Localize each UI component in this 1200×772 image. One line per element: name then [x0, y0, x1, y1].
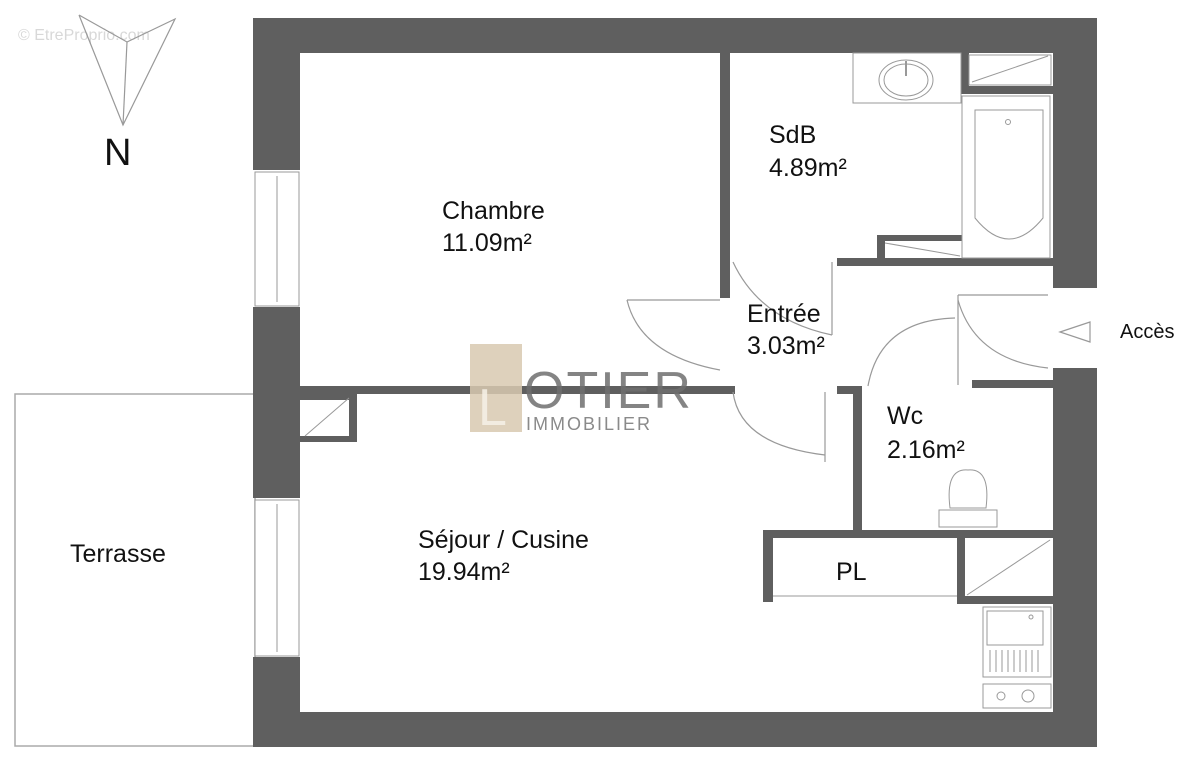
access-label: Accès — [1120, 321, 1174, 343]
logo-initial: L — [478, 379, 509, 437]
exterior-walls — [253, 18, 1097, 747]
bathtub-icon — [961, 95, 1051, 259]
room-entree: Entrée 3.03m² — [747, 300, 825, 360]
access-arrow-icon — [1058, 321, 1091, 343]
room-name: SdB — [769, 121, 816, 149]
room-name: PL — [836, 558, 867, 586]
room-sdb: SdB 4.89m² — [769, 121, 847, 182]
compass-label: N — [104, 132, 131, 174]
toilet-icon — [938, 469, 998, 528]
room-name: Séjour / Cusine — [418, 526, 589, 554]
logo-name: OTIER — [524, 362, 693, 420]
logo-subtitle: IMMOBILIER — [526, 414, 652, 434]
room-name: Entrée — [747, 300, 821, 328]
room-area: 11.09m² — [442, 229, 532, 257]
lotier-logo: L OTIER IMMOBILIER — [470, 344, 693, 437]
technical-shafts — [304, 54, 1052, 597]
room-area: 19.94m² — [418, 558, 510, 586]
watermark-text: © EtreProprio.com — [18, 27, 150, 44]
room-pl: PL — [836, 558, 867, 586]
room-terrasse: Terrasse — [70, 540, 166, 568]
room-chambre: Chambre 11.09m² — [442, 197, 545, 257]
interior-walls — [300, 53, 1053, 604]
window-sejour — [254, 499, 300, 657]
room-name: Chambre — [442, 197, 545, 225]
terrasse-area — [14, 393, 256, 747]
room-name: Terrasse — [70, 540, 166, 568]
sink-icon — [852, 52, 962, 104]
window-chambre — [254, 171, 300, 307]
doors — [626, 261, 1049, 462]
room-area: 4.89m² — [769, 154, 847, 182]
room-area: 2.16m² — [887, 436, 965, 464]
room-wc: Wc 2.16m² — [887, 402, 965, 464]
kitchen-sink-stove-icon — [982, 606, 1052, 709]
room-sejour: Séjour / Cusine 19.94m² — [418, 526, 589, 586]
compass-north-arrow-icon — [78, 14, 177, 127]
room-area: 3.03m² — [747, 332, 825, 360]
room-name: Wc — [887, 402, 923, 430]
